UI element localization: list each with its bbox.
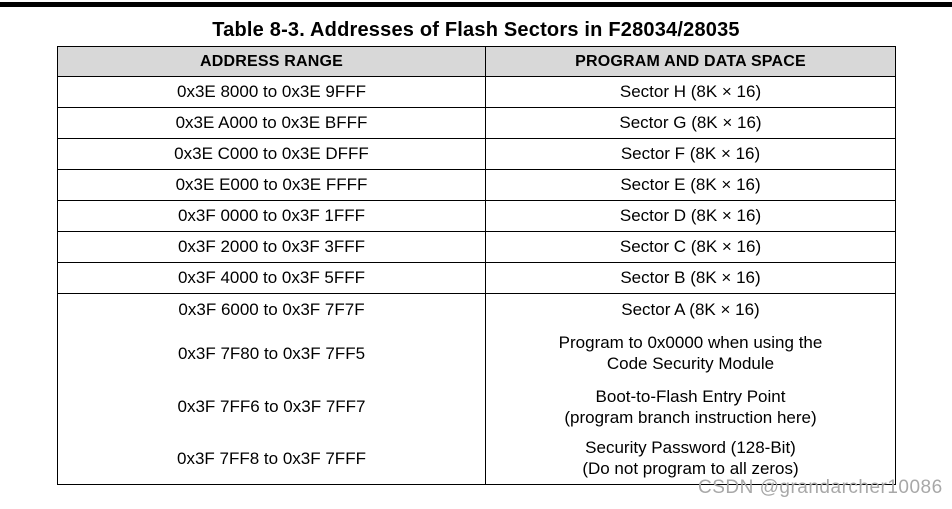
table-row-sector-e: 0x3E E000 to 0x3E FFFF Sector E (8K × 16… bbox=[57, 169, 896, 201]
sector-cell: Sector A (8K × 16) bbox=[621, 300, 760, 319]
sector-cell: Sector C (8K × 16) bbox=[485, 231, 896, 263]
address-range-cell: 0x3E E000 to 0x3E FFFF bbox=[57, 169, 486, 201]
address-range-cell: 0x3F 7F80 to 0x3F 7FF5 bbox=[177, 343, 366, 363]
address-range-cell: 0x3F 7FF8 to 0x3F 7FFF bbox=[177, 448, 366, 468]
address-range-cell: 0x3F 0000 to 0x3F 1FFF bbox=[57, 200, 486, 232]
sector-cell: Sector G (8K × 16) bbox=[485, 107, 896, 139]
sector-cell: Program to 0x0000 when using the Code Se… bbox=[558, 333, 823, 373]
table-row-sector-c: 0x3F 2000 to 0x3F 3FFF Sector C (8K × 16… bbox=[57, 231, 896, 263]
sector-cell: Sector E (8K × 16) bbox=[485, 169, 896, 201]
table-row-sector-d: 0x3F 0000 to 0x3F 1FFF Sector D (8K × 16… bbox=[57, 200, 896, 232]
sector-cell: Sector B (8K × 16) bbox=[485, 262, 896, 294]
sector-cell: Sector H (8K × 16) bbox=[485, 76, 896, 108]
col-header-address-range: ADDRESS RANGE bbox=[57, 46, 486, 77]
table-row-sector-g: 0x3E A000 to 0x3E BFFF Sector G (8K × 16… bbox=[57, 107, 896, 139]
table-row-sector-f: 0x3E C000 to 0x3E DFFF Sector F (8K × 16… bbox=[57, 138, 896, 170]
header-row: ADDRESS RANGE PROGRAM AND DATA SPACE bbox=[57, 46, 896, 77]
sector-cell: Sector D (8K × 16) bbox=[485, 200, 896, 232]
address-range-cell: 0x3F 6000 to 0x3F 7F7F bbox=[178, 300, 365, 319]
table-row-sector-h: 0x3E 8000 to 0x3E 9FFF Sector H (8K × 16… bbox=[57, 76, 896, 108]
address-range-cell: 0x3F 7FF6 to 0x3F 7FF7 bbox=[177, 397, 366, 416]
table-row-sector-b: 0x3F 4000 to 0x3F 5FFF Sector B (8K × 16… bbox=[57, 262, 896, 294]
table-caption: Table 8-3. Addresses of Flash Sectors in… bbox=[212, 19, 740, 41]
sector-cell: Sector F (8K × 16) bbox=[485, 138, 896, 170]
flash-sectors-table: ADDRESS RANGE PROGRAM AND DATA SPACE 0x3… bbox=[57, 46, 896, 485]
address-range-cell: 0x3E C000 to 0x3E DFFF bbox=[57, 138, 486, 170]
program-space-merged-cell: Sector A (8K × 16) Program to 0x0000 whe… bbox=[485, 293, 896, 485]
address-range-cell: 0x3F 4000 to 0x3F 5FFF bbox=[57, 262, 486, 294]
table-row-merged-upper-flash: 0x3F 6000 to 0x3F 7F7F 0x3F 7F80 to 0x3F… bbox=[57, 293, 896, 485]
top-divider-bar bbox=[0, 2, 952, 7]
sector-cell: Security Password (128-Bit) (Do not prog… bbox=[582, 438, 799, 478]
address-range-cell: 0x3E A000 to 0x3E BFFF bbox=[57, 107, 486, 139]
address-range-cell: 0x3F 2000 to 0x3F 3FFF bbox=[57, 231, 486, 263]
col-header-program-data-space: PROGRAM AND DATA SPACE bbox=[485, 46, 896, 77]
sector-cell: Boot-to-Flash Entry Point (program branc… bbox=[564, 386, 817, 427]
address-range-merged-cell: 0x3F 6000 to 0x3F 7F7F 0x3F 7F80 to 0x3F… bbox=[57, 293, 486, 485]
watermark: CSDN @grandarcher10086 bbox=[698, 477, 943, 498]
address-range-cell: 0x3E 8000 to 0x3E 9FFF bbox=[57, 76, 486, 108]
